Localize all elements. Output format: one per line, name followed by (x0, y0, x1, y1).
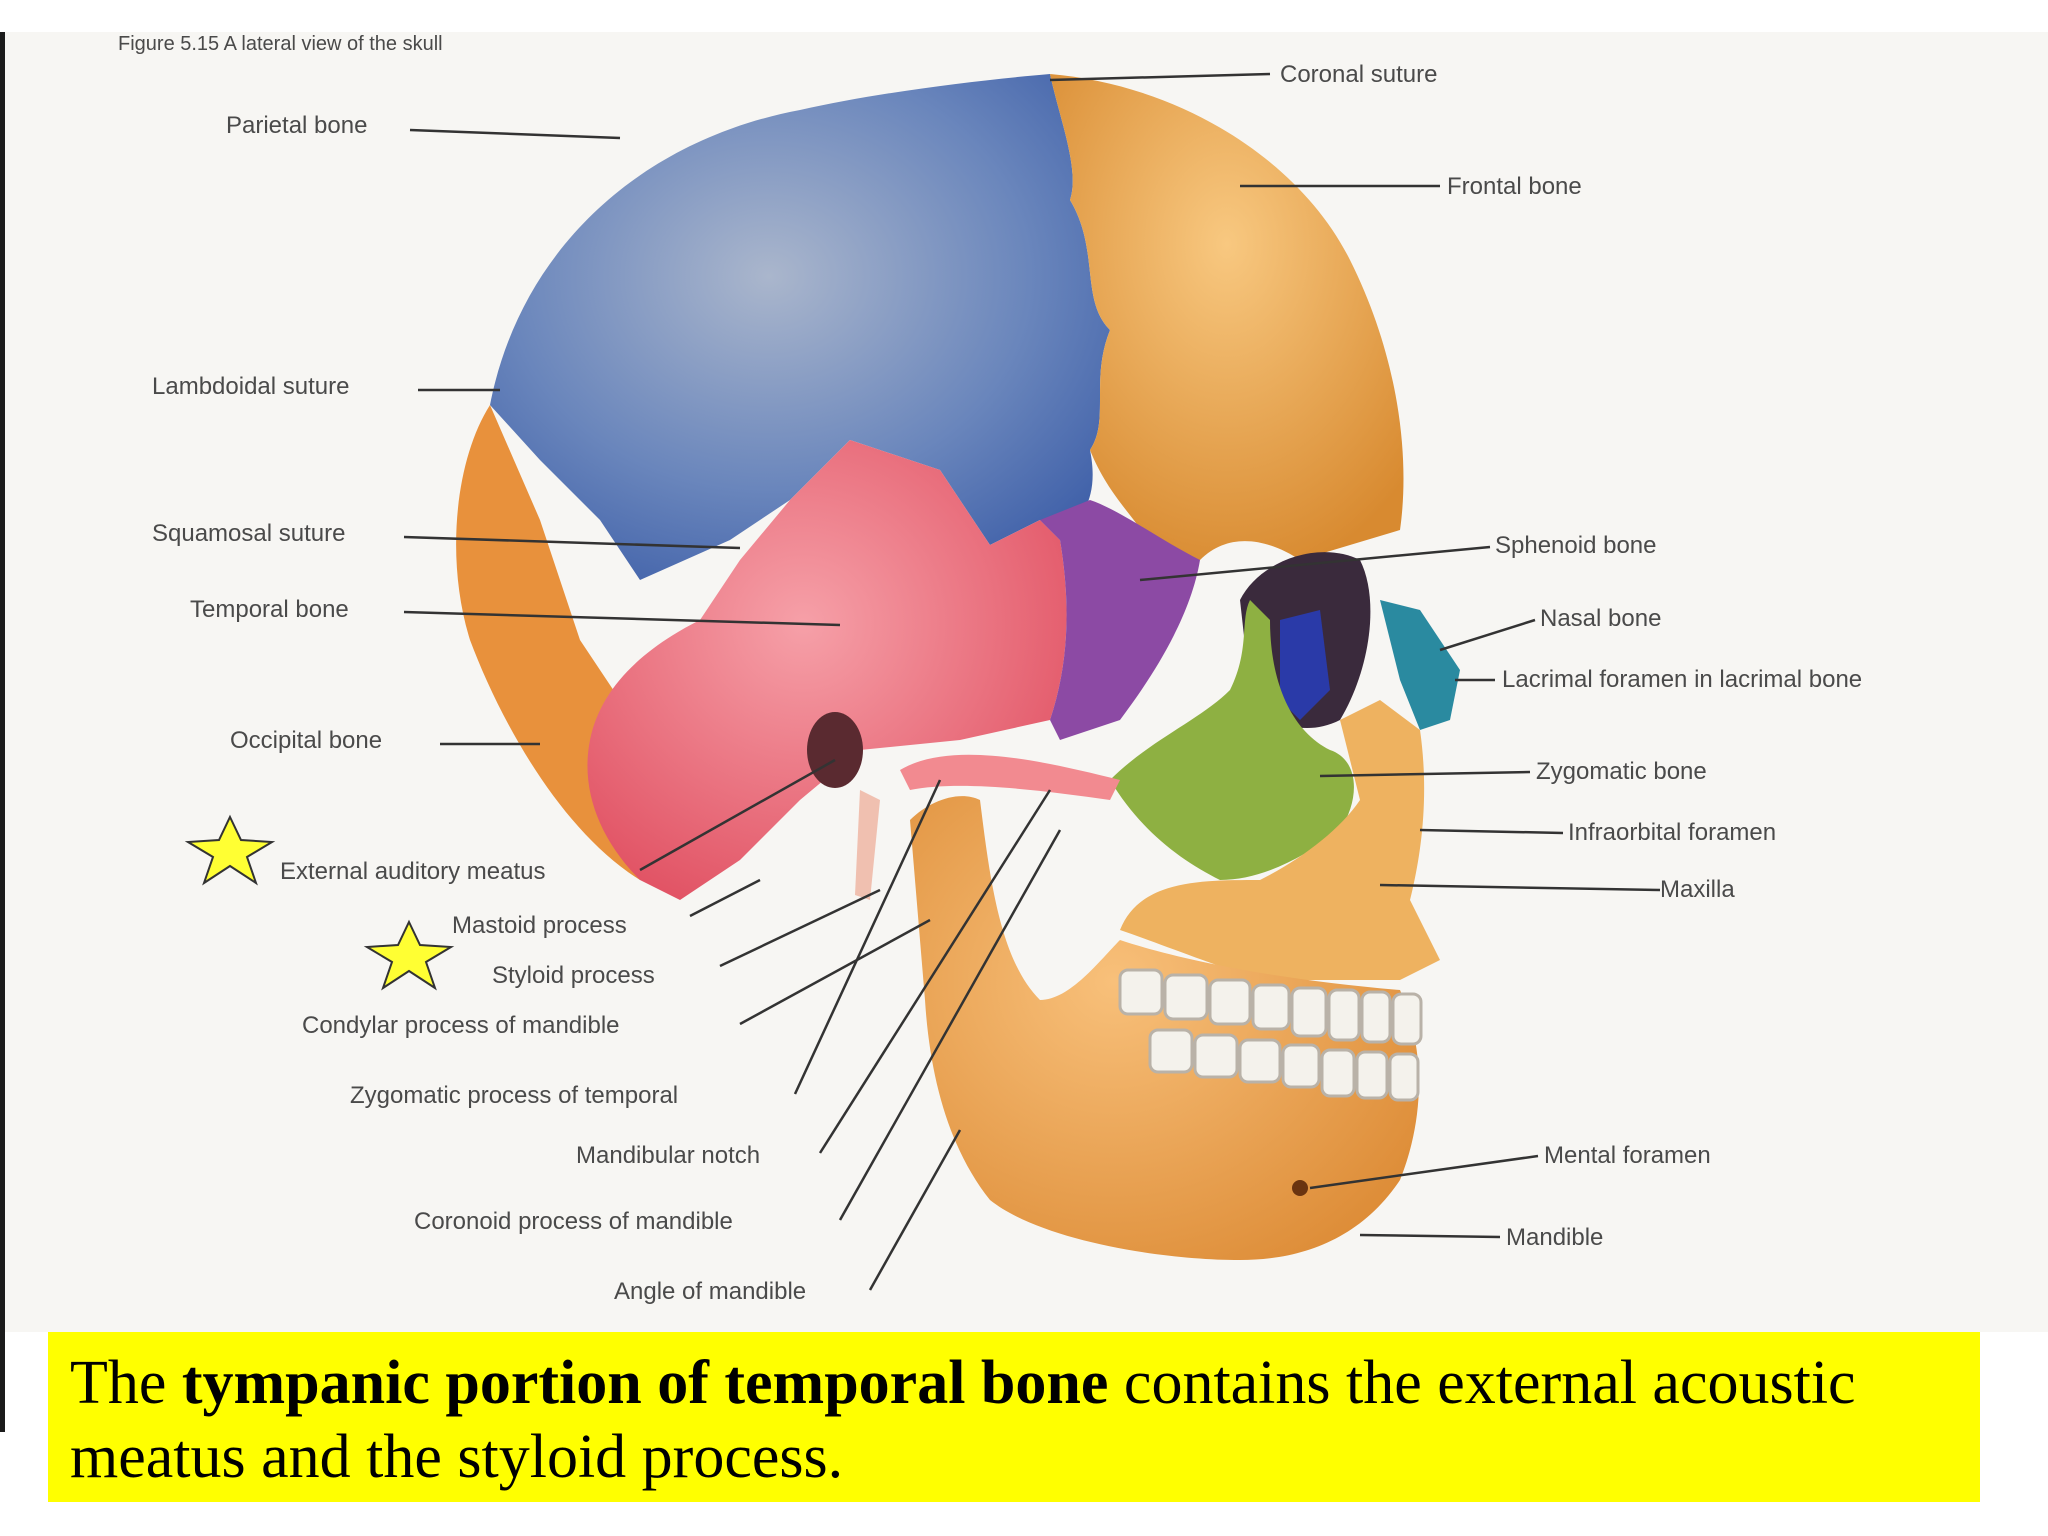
ear-canal-shape (807, 712, 863, 788)
label-maxilla: Maxilla (1660, 876, 1735, 903)
styloid-shape (855, 790, 880, 900)
label-temporal-bone: Temporal bone (190, 596, 349, 623)
frontal-bone-shape (1050, 74, 1404, 560)
caption-prefix: The (70, 1349, 182, 1417)
star-styloid-process (363, 919, 455, 991)
zygomatic-arch-shape (900, 754, 1120, 800)
label-mandible: Mandible (1506, 1224, 1603, 1251)
label-zygomatic-process: Zygomatic process of temporal (350, 1082, 678, 1109)
caption-box: The tympanic portion of temporal bone co… (48, 1332, 1980, 1502)
zygomatic-bone-shape (1110, 600, 1354, 880)
left-border (0, 32, 5, 1432)
label-angle-of-mandible: Angle of mandible (614, 1278, 806, 1305)
label-condylar-process: Condylar process of mandible (302, 1012, 620, 1039)
label-mental-foramen: Mental foramen (1544, 1142, 1711, 1169)
leader-lines (403, 72, 1661, 1291)
label-squamosal-suture: Squamosal suture (152, 520, 345, 547)
figure-caption-line: Figure 5.15 A lateral view of the skull (118, 33, 443, 55)
mandible-shape (910, 796, 1419, 1260)
label-coronoid-process: Coronoid process of mandible (414, 1208, 733, 1235)
sphenoid-bone-shape (1040, 500, 1200, 740)
label-sphenoid-bone: Sphenoid bone (1495, 532, 1656, 559)
label-coronal-suture: Coronal suture (1280, 61, 1437, 88)
label-mandibular-notch: Mandibular notch (576, 1142, 760, 1169)
label-lambdoidal-suture: Lambdoidal suture (152, 373, 349, 400)
label-occipital-bone: Occipital bone (230, 727, 382, 754)
caption-suffix: contains the external acoustic meatus an… (70, 1349, 1856, 1491)
teeth (1118, 968, 1423, 1102)
lacrimal-shape (1280, 610, 1330, 720)
label-mastoid-process: Mastoid process (452, 912, 627, 939)
label-infraorbital-foramen: Infraorbital foramen (1568, 819, 1776, 846)
parietal-bone-shape (490, 74, 1110, 580)
temporal-bone-shape (587, 440, 1067, 900)
label-external-auditory-meatus: External auditory meatus (280, 858, 545, 885)
star-external-auditory-meatus (184, 814, 276, 886)
label-nasal-bone: Nasal bone (1540, 605, 1661, 632)
label-styloid-process: Styloid process (492, 962, 655, 989)
label-parietal-bone: Parietal bone (226, 112, 367, 139)
label-zygomatic-bone: Zygomatic bone (1536, 758, 1707, 785)
mental-foramen-dot (1292, 1180, 1308, 1196)
label-lacrimal-foramen: Lacrimal foramen in lacrimal bone (1502, 666, 1862, 693)
maxilla-shape (1120, 700, 1440, 980)
label-frontal-bone: Frontal bone (1447, 173, 1582, 200)
caption-bold: tympanic portion of temporal bone (181, 1349, 1109, 1417)
labels: Figure 5.15 A lateral view of the skull … (118, 33, 1862, 1305)
nasal-bone-shape (1380, 600, 1460, 730)
